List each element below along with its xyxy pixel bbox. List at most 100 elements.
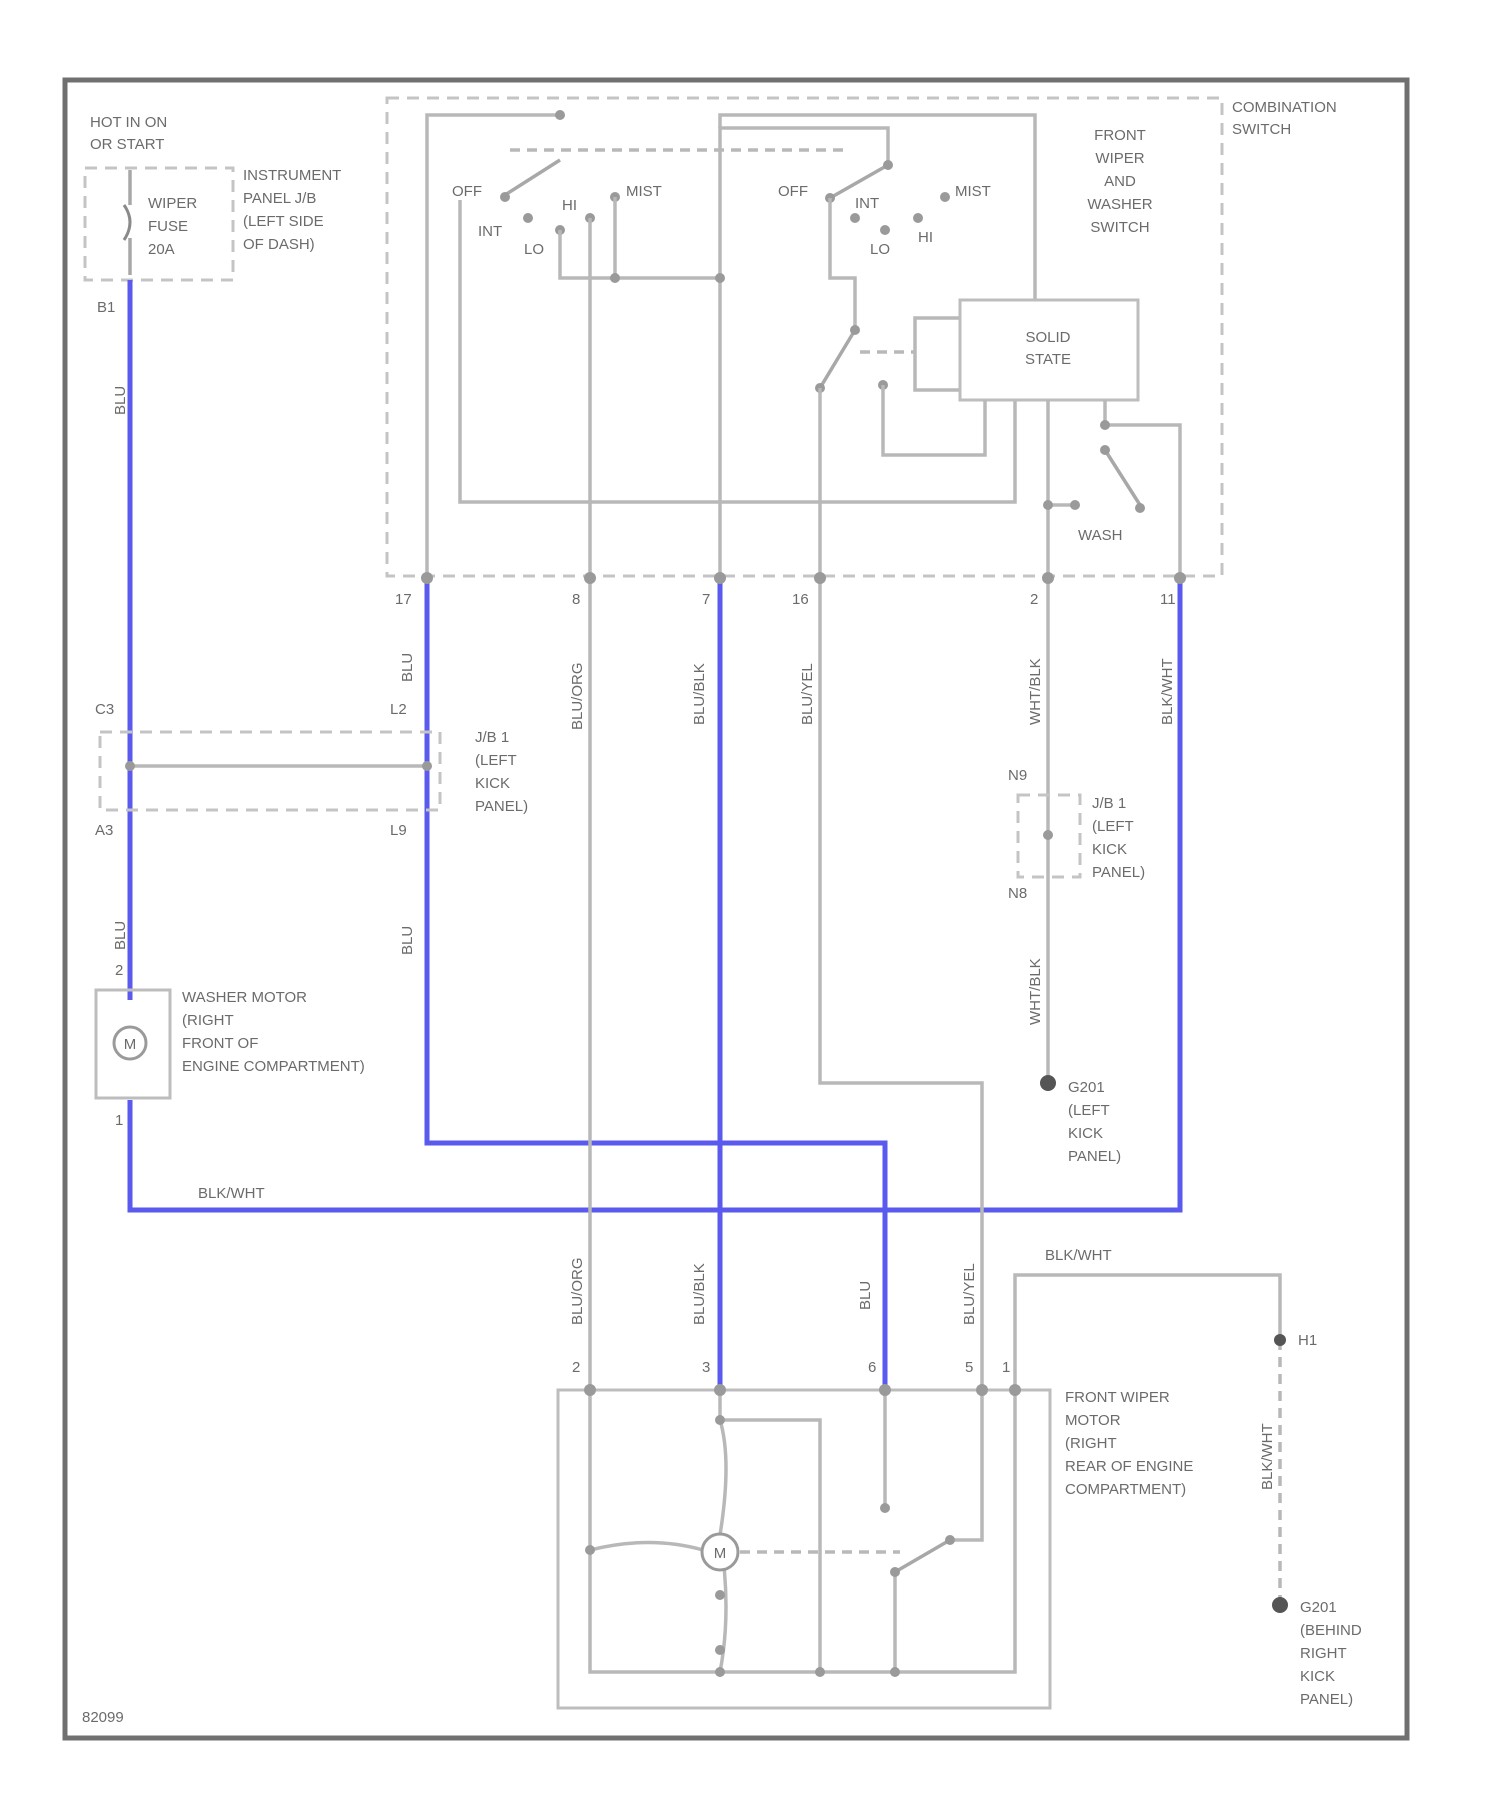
jb1-pin-n8: N8 xyxy=(1008,885,1027,902)
ground-right-connector-dot xyxy=(1274,1334,1286,1346)
wire-label-blu-4: BLU xyxy=(399,926,416,955)
pin-dot-17 xyxy=(421,572,433,584)
wire-label-blk-wht-3: BLK/WHT xyxy=(1045,1247,1112,1264)
wiper-motor-label-4: REAR OF ENGINE xyxy=(1065,1458,1193,1475)
jb1-lower-label-4: PANEL) xyxy=(1092,864,1145,881)
wash-wire xyxy=(1105,400,1180,578)
combination-switch-label-1: COMBINATION xyxy=(1232,99,1337,116)
combination-switch-label-2: SWITCH xyxy=(1232,121,1291,138)
switch-pin-2: 2 xyxy=(1030,591,1038,608)
combination-switch: COMBINATION SWITCH FRONT WIPER AND WASHE… xyxy=(387,98,1337,608)
jb1-upper-label-3: KICK xyxy=(475,775,510,792)
wiper-lo-wire xyxy=(560,230,720,278)
wiper-node-int xyxy=(523,213,533,223)
wiper-node-junction xyxy=(610,273,620,283)
ground-right-label-1: G201 xyxy=(1300,1599,1337,1616)
wire-label-blu-3: BLU xyxy=(112,921,129,950)
wire-label-blk-wht-1: BLK/WHT xyxy=(1159,658,1176,725)
wiper-pos-hi: HI xyxy=(562,197,577,214)
jb1-pin-c3: C3 xyxy=(95,701,114,718)
wiper-motor-node-5 xyxy=(880,1503,890,1513)
wiper-motor-label-5: COMPARTMENT) xyxy=(1065,1481,1186,1498)
pin-dot-16 xyxy=(814,572,826,584)
jb1-upper-label-1: J/B 1 xyxy=(475,729,509,746)
washer-pos-hi: HI xyxy=(918,229,933,246)
wire-blk-wht-wiper-gnd xyxy=(1015,1275,1280,1390)
combination-switch-box xyxy=(387,98,1222,576)
washer-node-hi xyxy=(913,213,923,223)
washer-motor: M 2 1 WASHER MOTOR (RIGHT FRONT OF ENGIN… xyxy=(96,962,365,1129)
wiper-pos-int: INT xyxy=(478,223,502,240)
wash-node-left-2 xyxy=(1070,500,1080,510)
washer-int-wire xyxy=(830,198,855,280)
wire-blu-pin17 xyxy=(427,578,885,1390)
switch-pin-8: 8 xyxy=(572,591,580,608)
ipjb-label-1: INSTRUMENT xyxy=(243,167,341,184)
wiper-motor-internal xyxy=(590,1390,1015,1672)
ground-left-label-4: PANEL) xyxy=(1068,1148,1121,1165)
ground-right-connector: H1 xyxy=(1298,1332,1317,1349)
diagram-id: 82099 xyxy=(82,1709,124,1726)
wire-label-wht-blk-1: WHT/BLK xyxy=(1027,658,1044,725)
pin-dot-2 xyxy=(1042,572,1054,584)
wiper-motor: 2 3 6 5 1 M FRONT WIPER MOTOR (RIGHT REA… xyxy=(558,1359,1193,1708)
ground-left-label-2: (LEFT xyxy=(1068,1102,1110,1119)
ipjb-label-2: PANEL J/B xyxy=(243,190,316,207)
washer-motor-label-4: ENGINE COMPARTMENT) xyxy=(182,1058,365,1075)
solid-state-box xyxy=(960,300,1138,400)
wash-switch-arm xyxy=(1105,450,1140,505)
wiper-motor-node-4 xyxy=(715,1645,725,1655)
fuse-label-1: WIPER xyxy=(148,195,197,212)
wire-label-blu-yel-1: BLU/YEL xyxy=(799,663,816,725)
switch-pin-17: 17 xyxy=(395,591,412,608)
washer-pos-mist: MIST xyxy=(955,183,991,200)
switch-pin-16: 16 xyxy=(792,591,809,608)
wiper-node-off xyxy=(500,192,510,202)
front-wiper-label-2: WIPER xyxy=(1095,150,1144,167)
jb1-pin-l9: L9 xyxy=(390,822,407,839)
washer-motor-label-1: WASHER MOTOR xyxy=(182,989,307,1006)
wash-node-left xyxy=(1043,500,1053,510)
blue-wires xyxy=(130,280,1180,1390)
wiper-motor-node-3 xyxy=(715,1590,725,1600)
hot-label-1: HOT IN ON xyxy=(90,114,167,131)
wiper-motor-node-10 xyxy=(890,1667,900,1677)
wiper-pos-mist: MIST xyxy=(626,183,662,200)
wire-label-blu-yel-2: BLU/YEL xyxy=(961,1263,978,1325)
wiper-motor-left-lead xyxy=(590,1543,703,1551)
washer-motor-label-3: FRONT OF xyxy=(182,1035,258,1052)
wiper-switch-arm xyxy=(505,160,560,195)
wm-pin-dot-3 xyxy=(714,1384,726,1396)
wiper-pos-off: OFF xyxy=(452,183,482,200)
jb1-pin-l2: L2 xyxy=(390,701,407,718)
ground-left-label-1: G201 xyxy=(1068,1079,1105,1096)
wiper-node-top xyxy=(555,110,565,120)
ipjb-label-4: OF DASH) xyxy=(243,236,315,253)
wire-label-blk-wht-2: BLK/WHT xyxy=(198,1185,265,1202)
wire-label-blu-blk-1: BLU/BLK xyxy=(691,663,708,725)
washer-motor-pin-2: 2 xyxy=(115,962,123,979)
wire-label-blu-2: BLU xyxy=(399,653,416,682)
ground-left-label-3: KICK xyxy=(1068,1125,1103,1142)
wiper-motor-pin-5: 5 xyxy=(965,1359,973,1376)
relay-node-top xyxy=(850,325,860,335)
wash-node-mid xyxy=(1100,445,1110,455)
pin-dot-8 xyxy=(584,572,596,584)
front-wiper-label-3: AND xyxy=(1104,173,1136,190)
washer-motor-pin-1: 1 xyxy=(115,1112,123,1129)
wm-pin-dot-5 xyxy=(976,1384,988,1396)
wiper-pos-lo: LO xyxy=(524,241,544,258)
relay-contact xyxy=(820,330,855,388)
fuse-label-3: 20A xyxy=(148,241,175,258)
wiper-motor-m: M xyxy=(714,1545,727,1562)
ground-left-dot xyxy=(1040,1075,1056,1091)
hot-label-2: OR START xyxy=(90,136,164,153)
ground-left: G201 (LEFT KICK PANEL) xyxy=(1040,1075,1121,1165)
washer-motor-label-2: (RIGHT xyxy=(182,1012,234,1029)
pin-dot-11 xyxy=(1174,572,1186,584)
wire-blu-yel-pin16 xyxy=(820,578,982,1390)
front-wiper-label-1: FRONT xyxy=(1094,127,1146,144)
washer-node-top xyxy=(883,160,893,170)
power-fuse: HOT IN ON OR START WIPER FUSE 20A INSTRU… xyxy=(85,114,341,316)
diagram-border xyxy=(65,80,1407,1738)
